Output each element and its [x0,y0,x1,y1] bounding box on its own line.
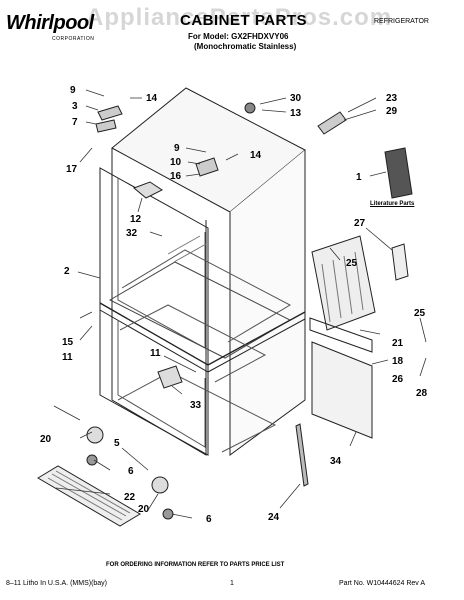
callout-15: 15 [62,337,74,348]
callout-9: 9 [174,143,180,154]
callout-16: 16 [170,171,182,182]
callout-6: 6 [206,514,212,525]
callout-9: 9 [70,85,76,96]
variant-line: (Monochromatic Stainless) [194,42,297,51]
callout-5: 5 [114,438,120,449]
brand-subtitle: CORPORATION [52,36,95,42]
callout-20: 20 [138,504,150,515]
callout-30: 30 [290,93,302,104]
part-number: Part No. W10444624 Rev A [339,580,425,587]
ordering-note: FOR ORDERING INFORMATION REFER TO PARTS … [106,562,285,568]
callout-14: 14 [250,150,262,161]
callout-3: 3 [72,101,78,112]
callout-1: 1 [356,172,362,183]
callout-21: 21 [392,338,404,349]
callout-6: 6 [128,466,134,477]
callout-20: 20 [40,434,52,445]
callout-7: 7 [72,117,78,128]
callout-11: 11 [62,352,73,363]
page-title: CABINET PARTS [180,12,308,29]
callout-28: 28 [416,388,428,399]
page-number: 1 [230,580,234,587]
callout-18: 18 [392,356,404,367]
callout-24: 24 [268,512,280,523]
callout-33: 33 [190,400,202,411]
callout-27: 27 [354,218,366,229]
callout-34: 34 [330,456,342,467]
callout-25: 25 [414,308,426,319]
callout-32: 32 [126,228,138,239]
callout-2: 2 [64,266,70,277]
literature-parts-label: Literature Parts [370,201,415,207]
callout-25: 25 [346,258,358,269]
print-info: 8–11 Litho In U.S.A. (MMS)(bay) [6,580,108,587]
callout-14: 14 [146,93,158,104]
model-line: For Model: GX2FHDXVY06 [188,32,289,41]
brand-logo: Whirlpool [6,12,94,34]
callout-17: 17 [66,164,78,175]
callout-11: 11 [150,348,161,359]
callout-29: 29 [386,106,398,117]
callout-12: 12 [130,214,142,225]
callout-13: 13 [290,108,302,119]
watermark: AppliancePartsPros.com [86,4,393,31]
category-label: REFRIGERATOR [374,18,429,25]
callout-22: 22 [124,492,136,503]
callout-26: 26 [392,374,404,385]
callout-23: 23 [386,93,398,104]
callout-10: 10 [170,157,182,168]
